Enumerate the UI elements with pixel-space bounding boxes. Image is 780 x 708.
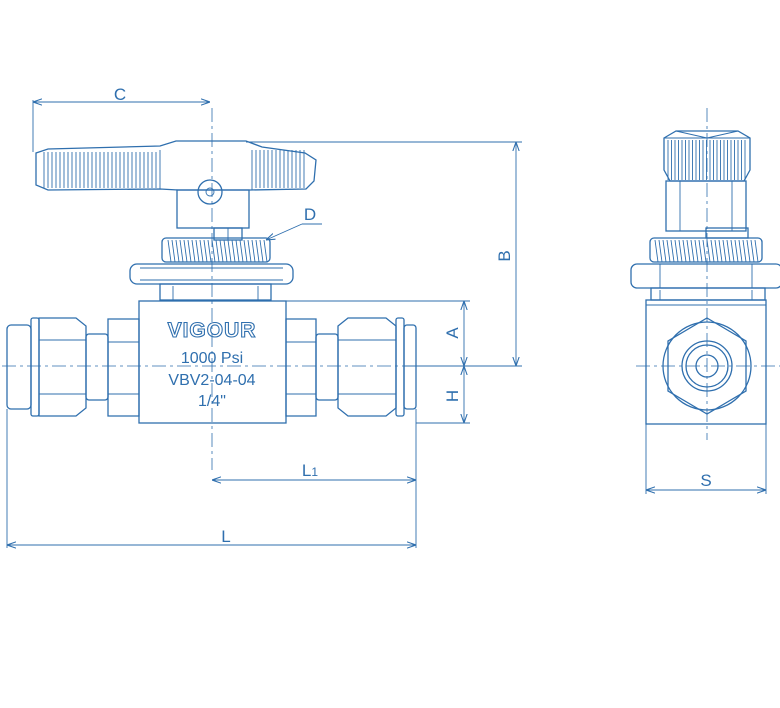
dimension-c-label: C (114, 85, 126, 104)
front-view: VIGOUR 1000 Psi VBV2-04-04 1/4" (2, 108, 470, 470)
packing-nut-threads (167, 239, 268, 263)
side-handle-knurl (667, 140, 746, 180)
left-compression-fitting (6, 317, 140, 417)
handle-screw-icon (197, 179, 223, 205)
valve-stem (176, 189, 250, 241)
dimension-b-label: B (495, 250, 514, 261)
right-compression-fitting (285, 317, 417, 417)
dimension-h-label: H (443, 390, 462, 402)
side-handle (663, 130, 751, 182)
side-nut-threads (654, 239, 759, 263)
dimensions: C D B A H L1 L (6, 85, 522, 548)
dimension-a-label: A (443, 327, 462, 339)
dimension-l-label: L (221, 527, 230, 546)
side-view: S (630, 108, 780, 494)
model-marking: VBV2-04-04 (168, 372, 255, 389)
panel-nut (129, 263, 294, 301)
dimension-s-label: S (700, 471, 711, 490)
dimension-l1-label: L1 (302, 461, 318, 480)
handle-knurl-left (43, 152, 157, 188)
side-valve-body (645, 299, 767, 425)
handle-lever (35, 140, 317, 205)
brand-marking: VIGOUR (168, 319, 257, 342)
handle-knurl-right (255, 150, 305, 188)
packing-nut (161, 237, 271, 263)
dimension-d-label: D (304, 205, 316, 224)
